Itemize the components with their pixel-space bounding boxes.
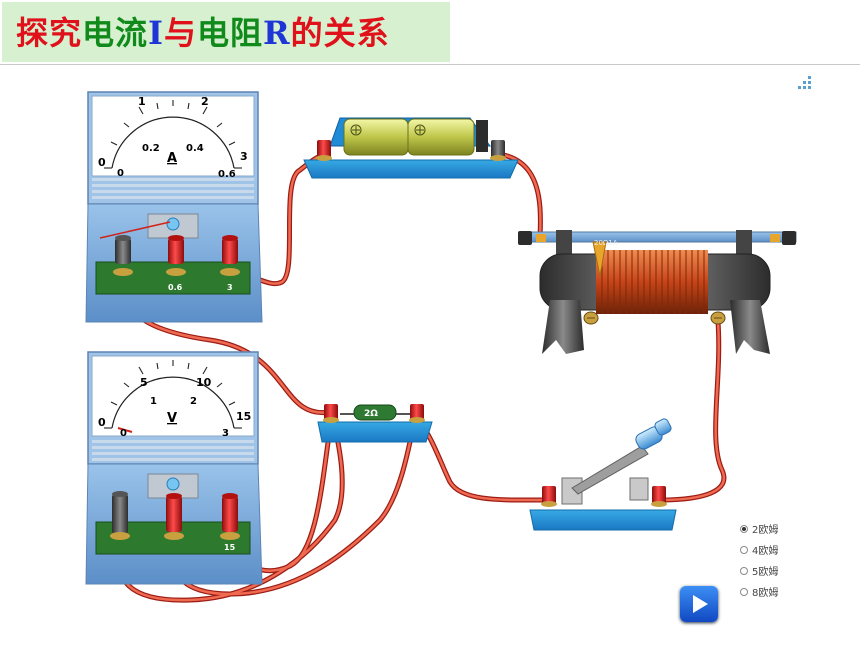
svg-text:3: 3 [227,283,233,292]
svg-text:0.4: 0.4 [186,143,204,154]
resistance-option-4[interactable]: 4欧姆 [740,539,778,560]
svg-text:1: 1 [150,396,157,407]
resistor-terminal-left[interactable] [323,404,339,423]
radio-icon[interactable] [740,566,748,575]
rheostat-terminal-right[interactable] [710,311,726,325]
svg-text:10: 10 [196,376,212,389]
radio-selected-icon[interactable] [740,524,748,533]
svg-text:0: 0 [98,416,106,429]
svg-text:0.6: 0.6 [218,169,236,180]
voltmeter-terminal-15[interactable] [220,493,240,540]
fixed-resistor: 2Ω [317,404,433,443]
battery-terminal-positive[interactable] [316,140,332,161]
ammeter-terminal-negative[interactable] [113,235,133,276]
svg-text:0.2: 0.2 [142,143,160,154]
knife-switch[interactable] [529,418,677,531]
battery-terminal-negative[interactable] [490,140,506,161]
svg-text:3: 3 [222,428,229,439]
svg-text:0.6: 0.6 [168,283,183,292]
page-title: 探究电流I与电阻R的关系 [16,14,390,52]
resistance-option-label: 4欧姆 [752,546,779,557]
rheostat-terminal-left[interactable] [583,311,599,325]
svg-text:0: 0 [120,428,127,439]
circuit-diagram: 0 1 2 3 0 0.2 0.4 0.6 A 0.6 3 [85,91,797,603]
ammeter-terminal-0-6[interactable] [166,235,186,276]
resistance-options: 2欧姆 4欧姆 5欧姆 8欧姆 [740,518,778,602]
resistance-option-5[interactable]: 5欧姆 [740,560,778,581]
svg-text:5: 5 [140,376,148,389]
svg-text:1: 1 [138,95,146,108]
svg-text:2: 2 [190,396,197,407]
resistance-option-2[interactable]: 2欧姆 [740,518,778,539]
resistance-option-label: 5欧姆 [752,567,779,578]
svg-text:2Ω: 2Ω [364,409,378,419]
svg-text:2: 2 [201,95,209,108]
ammeter: 0 1 2 3 0 0.2 0.4 0.6 A 0.6 3 [85,91,263,323]
battery [303,117,519,179]
voltmeter-terminal-negative[interactable] [110,491,130,540]
svg-text:3: 3 [240,150,248,163]
svg-text:V: V [167,411,177,426]
resistor-terminal-right[interactable] [409,404,425,423]
title-divider [0,64,860,65]
switch-terminal-left[interactable] [541,486,557,507]
svg-text:15: 15 [236,410,251,423]
svg-text:A: A [167,151,177,166]
svg-text:0: 0 [98,156,106,169]
rheostat-slider[interactable] [592,241,607,277]
play-button[interactable] [680,586,718,622]
play-icon [693,595,708,613]
resistance-option-label: 8欧姆 [752,588,779,599]
resistance-option-8[interactable]: 8欧姆 [740,581,778,602]
title-banner: 探究电流I与电阻R的关系 [2,2,450,62]
radio-icon[interactable] [740,587,748,596]
svg-text:20Ω1A: 20Ω1A [594,239,618,247]
svg-text:0: 0 [117,168,124,179]
switch-terminal-right[interactable] [651,486,667,507]
ammeter-terminal-3[interactable] [220,235,240,276]
voltmeter-terminal-3[interactable] [164,493,184,540]
svg-text:15: 15 [224,543,236,552]
rheostat: 20Ω1A [518,230,797,354]
dots-icon[interactable] [798,75,814,91]
resistance-option-label: 2欧姆 [752,525,779,536]
voltmeter: 0 5 10 15 0 1 2 3 V 15 [85,351,263,585]
radio-icon[interactable] [740,545,748,554]
